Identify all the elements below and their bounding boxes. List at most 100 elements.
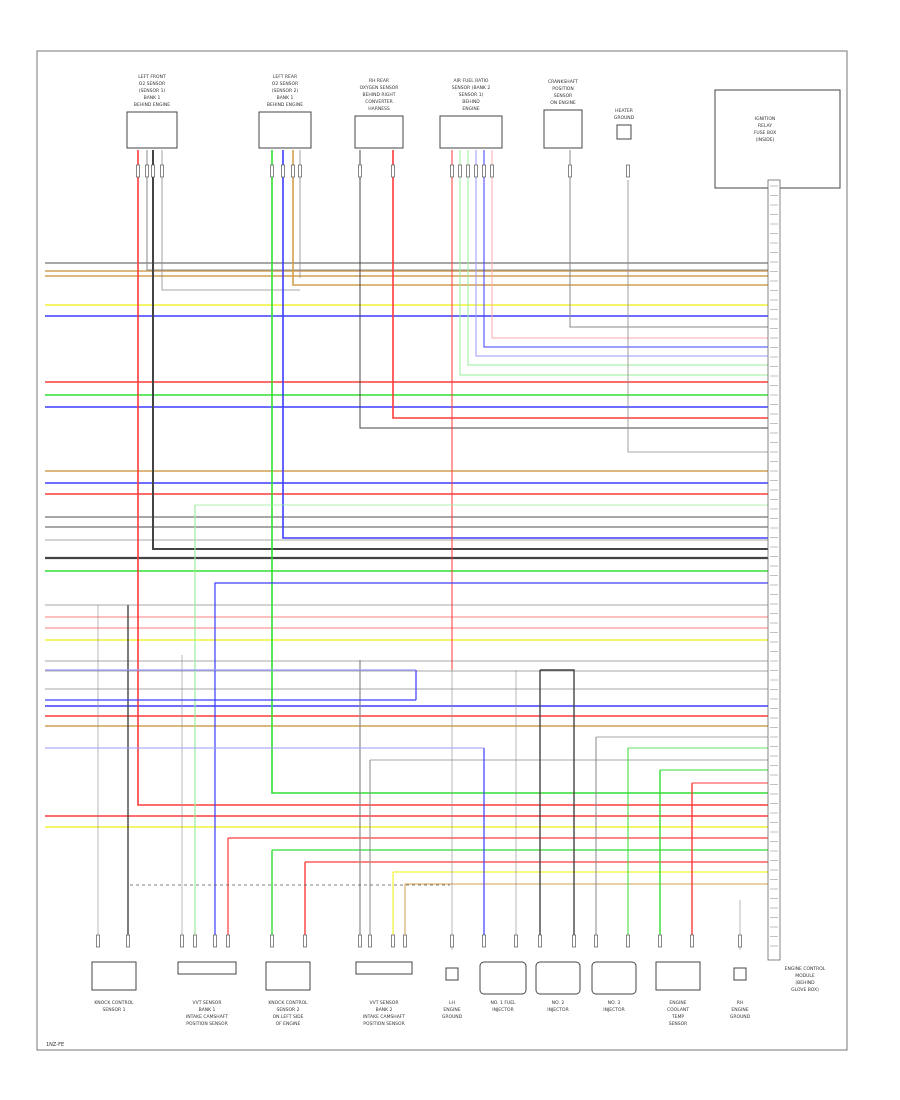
- top-component-left-front-sensor-label: BEHIND ENGINE: [134, 102, 170, 108]
- connector-pin: [391, 934, 395, 948]
- bottom-component-thermo-label: SENSOR: [669, 1021, 688, 1027]
- bottom-component-vvt-sensor-2-label: INTAKE CAMSHAFT: [363, 1014, 405, 1020]
- connector-pin: [626, 164, 630, 178]
- connector-pin: [482, 934, 486, 948]
- top-component-left-rear-sensor-label: BANK 1: [277, 95, 294, 101]
- top-component-crankshaft-switch-label: CRANKSHAFT: [548, 79, 578, 85]
- connector-pin: [151, 164, 155, 178]
- wire-37: [392, 150, 768, 419]
- bottom-component-injector-1-label: NO. 1 FUEL: [490, 1000, 516, 1006]
- connector-pin: [458, 164, 462, 178]
- wire-30: [152, 150, 768, 550]
- wire-32: [271, 150, 768, 794]
- connector-pin: [450, 934, 454, 948]
- ecm-label: GLOVE BOX): [791, 987, 819, 993]
- connector-pin: [160, 164, 164, 178]
- bottom-component-injector-3-label: NO. 3: [608, 1000, 621, 1006]
- top-component-left-front-sensor-label: (SENSOR 1): [139, 88, 166, 94]
- wire-34: [292, 150, 768, 286]
- top-component-left-rear-sensor-label: O2 SENSOR: [272, 81, 298, 87]
- connector-pin: [538, 934, 542, 948]
- top-component-air-fuel-sensor-label: AIR FUEL RATIO: [454, 78, 489, 84]
- wire-33: [282, 150, 768, 539]
- connector-pin: [281, 164, 285, 178]
- top-component-rh-rear-sensor-label: OXYGEN SENSOR: [360, 85, 399, 91]
- bottom-component-vvt-sensor-2-label: VVT SENSOR: [370, 1000, 399, 1006]
- top-component-crankshaft-switch-label: POSITION: [552, 86, 573, 92]
- connector-pin: [145, 164, 149, 178]
- wire-29: [146, 150, 768, 271]
- bottom-component-injector-2-label: INJECTOR: [547, 1007, 568, 1013]
- bottom-component-injector-1-label: INJECTOR: [492, 1007, 513, 1013]
- bottom-component-vvt-sensor-2-label: POSITION SENSOR: [363, 1021, 404, 1027]
- connector-pin: [594, 934, 598, 948]
- connector-pin: [474, 164, 478, 178]
- wire-49: [214, 582, 768, 945]
- top-component-rh-rear-sensor-label: RH REAR: [369, 78, 389, 84]
- wire-39: [459, 150, 768, 376]
- connector-pin: [514, 934, 518, 948]
- wire-45: [627, 180, 768, 453]
- ecm-label: (BEHIND: [795, 980, 815, 986]
- connector-pin: [738, 934, 742, 948]
- wire-40: [467, 150, 768, 366]
- bottom-component-injector-2-label: NO. 2: [552, 1000, 565, 1006]
- top-component-fuse-relay-label: (INSIDE): [756, 137, 775, 143]
- wire-42: [483, 150, 768, 348]
- connector-pin: [391, 164, 395, 178]
- top-component-crankshaft-switch-label: SENSOR: [554, 93, 573, 99]
- bottom-component-vvt-sensor-2-label: BANK 2: [376, 1007, 393, 1013]
- top-component-left-rear-sensor-label: BEHIND ENGINE: [267, 102, 303, 108]
- bottom-component-knock-sensor-2-label: KNOCK CONTROL: [268, 1000, 308, 1006]
- top-component-crankshaft-switch-label: ON ENGINE: [550, 100, 576, 106]
- ecm-label: ENGINE CONTROL: [785, 966, 826, 972]
- wire-73: [540, 669, 575, 945]
- top-component-heater-ground-label: HEATER: [615, 108, 633, 114]
- wire-43: [491, 150, 768, 339]
- wire-44: [569, 150, 768, 328]
- bottom-component-injector-3-label: INJECTOR: [603, 1007, 624, 1013]
- bottom-component-knock-sensor-2-label: SENSOR 2: [277, 1007, 300, 1013]
- connector-pin: [403, 934, 407, 948]
- top-component-rh-rear-sensor-label: CONVERTER: [365, 99, 393, 105]
- connector-pin: [96, 934, 100, 948]
- connector-pin: [358, 934, 362, 948]
- top-component-left-rear-sensor-label: (SENSOR 2): [272, 88, 299, 94]
- top-component-fuse-relay-label: RELAY: [758, 123, 772, 129]
- bottom-component-knock-sensor-2-label: ON LEFT SIDE: [273, 1014, 304, 1020]
- bottom-component-vvt-sensor-1-label: POSITION SENSOR: [186, 1021, 227, 1027]
- connector-pin: [193, 934, 197, 948]
- connector-pin: [490, 164, 494, 178]
- top-component-air-fuel-sensor-label: ENGINE: [462, 106, 479, 112]
- connector-pin: [303, 934, 307, 948]
- bottom-component-vvt-sensor-1-label: INTAKE CAMSHAFT: [186, 1014, 228, 1020]
- connector-pin: [572, 934, 576, 948]
- connector-pin: [126, 934, 130, 948]
- connector-pin: [368, 934, 372, 948]
- top-component-left-rear-sensor-label: LEFT REAR: [273, 74, 297, 80]
- connector-pin: [298, 164, 302, 178]
- top-component-left-front-sensor-label: O2 SENSOR: [139, 81, 165, 87]
- connector-pin: [482, 164, 486, 178]
- bottom-component-ground-2-label: RH: [737, 1000, 744, 1006]
- top-component-heater-ground-label: GROUND: [614, 115, 635, 121]
- wire-layer: [45, 150, 768, 950]
- bottom-component-vvt-sensor-1-label: VVT SENSOR: [193, 1000, 222, 1006]
- wire-36: [359, 150, 768, 429]
- bottom-component-ground-1-label: LH: [449, 1000, 455, 1006]
- connector-pin: [466, 164, 470, 178]
